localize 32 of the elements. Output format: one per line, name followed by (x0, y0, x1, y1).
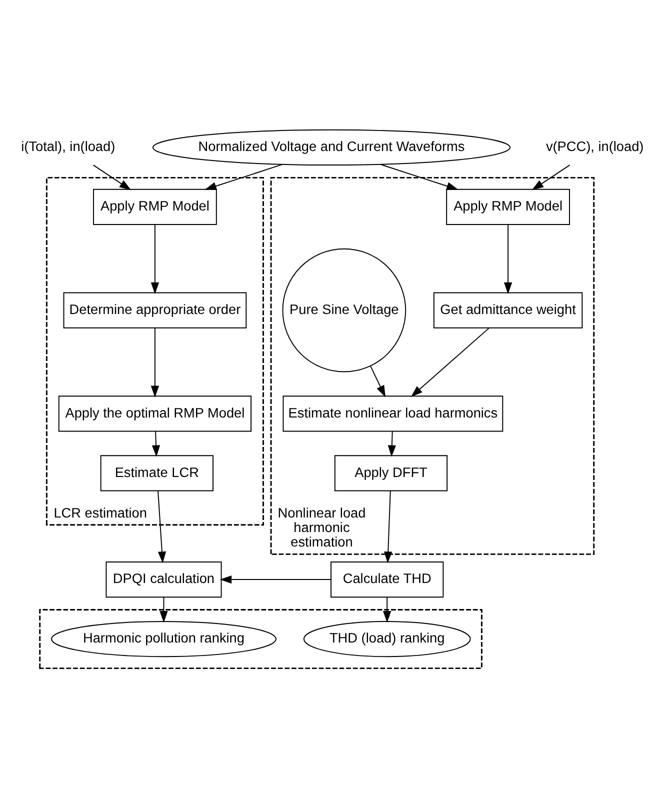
node-box: Calculate THD (330, 561, 444, 598)
node-box: Apply RMP Model (446, 188, 570, 224)
node-box: Get admittance weight (433, 292, 583, 328)
node-box: Apply RMP Model (93, 188, 217, 224)
node-circle: Pure Sine Voltage (282, 248, 406, 372)
node-box: Estimate LCR (100, 454, 214, 491)
arrow (150, 327, 160, 397)
node-box: Apply the optimal RMP Model (58, 395, 252, 432)
arrow (384, 490, 392, 563)
arrow (388, 430, 396, 456)
arrow (383, 596, 392, 622)
arrow (220, 574, 332, 584)
arrow (370, 365, 386, 397)
node-box: Determine appropriate order (63, 292, 247, 328)
arrow (92, 164, 132, 190)
arrow (160, 596, 168, 622)
node-box: DPQI calculation (106, 561, 222, 598)
arrow (532, 164, 570, 190)
node-ellipse: THD (load) ranking (303, 620, 471, 657)
node-ellipse: Harmonic pollution ranking (51, 620, 276, 657)
arrow (410, 327, 490, 396)
arrow (504, 224, 512, 294)
arrow (380, 163, 458, 190)
arrow (158, 490, 166, 563)
node-text: i(Total), in(load) (21, 138, 116, 154)
node-box: Estimate nonlinear load harmonics (282, 395, 504, 432)
node-ellipse: Normalized Voltage and Current Waveforms (152, 128, 511, 165)
node-text: v(PCC), in(load) (546, 138, 644, 154)
arrow (152, 430, 160, 456)
arrow (150, 224, 160, 294)
node-box: Apply DFFT (334, 454, 448, 491)
arrow (204, 163, 283, 190)
